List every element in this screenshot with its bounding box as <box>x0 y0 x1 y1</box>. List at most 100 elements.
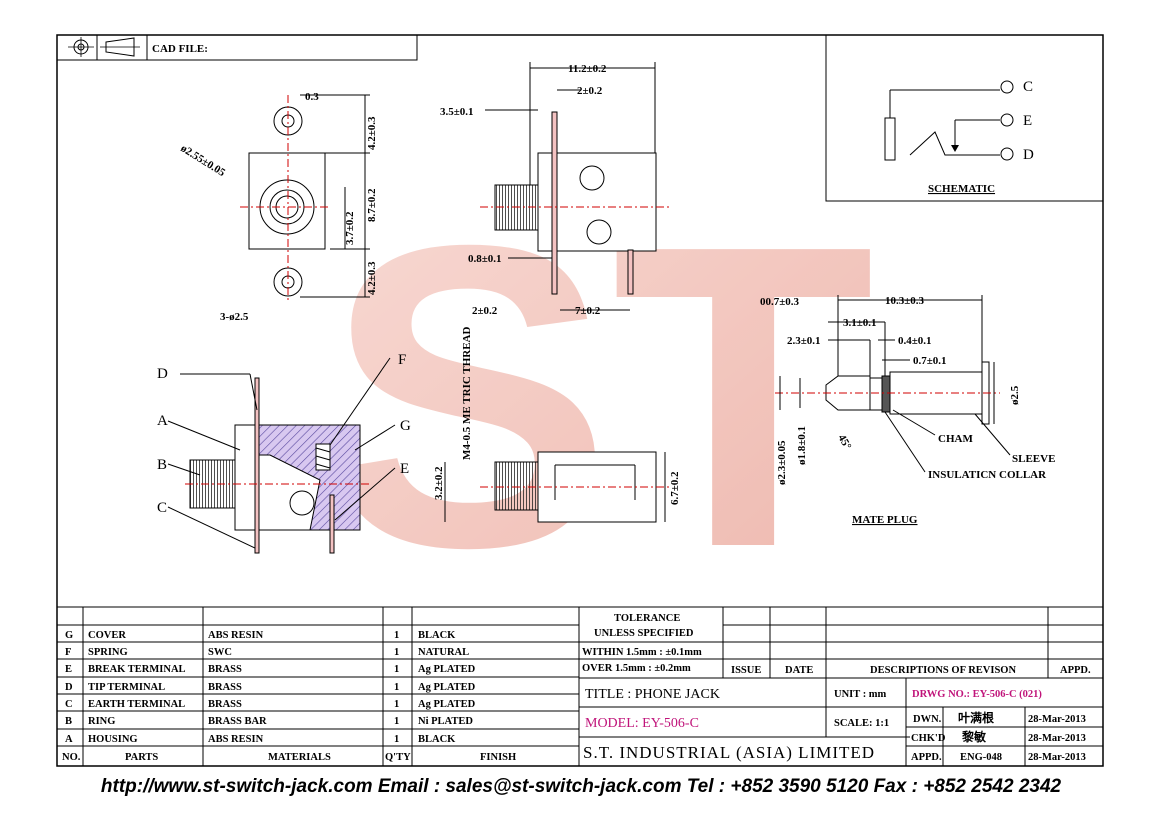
chkd-label: CHK'D <box>911 733 946 744</box>
svg-text:HOUSING: HOUSING <box>88 734 138 745</box>
dim-side-2-bottom: 2±0.2 <box>472 305 498 317</box>
dim-plug-dia-2-3: ø2.3±0.05 <box>776 440 788 485</box>
contact-footer: http://www.st-switch-jack.com Email : sa… <box>100 776 1062 797</box>
section-letter-e: E <box>400 461 409 477</box>
label-plug-cham: CHAM <box>938 433 973 445</box>
appd-date: 28-Mar-2013 <box>1028 752 1086 763</box>
dwn-name: 叶满根 <box>958 710 994 725</box>
svg-text:1: 1 <box>394 630 399 641</box>
svg-text:Q'TY: Q'TY <box>385 752 411 763</box>
table-row: D TIP TERMINAL BRASS 1 Ag PLATED <box>65 682 476 693</box>
svg-text:MATERIALS: MATERIALS <box>268 752 331 763</box>
schematic-label: SCHEMATIC <box>928 183 995 195</box>
section-letter-b: B <box>157 457 167 473</box>
table-row: G COVER ABS RESIN 1 BLACK <box>65 630 456 641</box>
svg-text:BLACK: BLACK <box>418 630 456 641</box>
chkd-name: 黎敏 <box>962 729 987 744</box>
label-plug-sleeve: SLEEVE <box>1012 453 1055 465</box>
table-row: E BREAK TERMINAL BRASS 1 Ag PLATED <box>65 664 476 675</box>
revision-date: DATE <box>785 665 813 676</box>
svg-text:1: 1 <box>394 682 399 693</box>
section-letter-c: C <box>157 500 167 516</box>
svg-text:ABS RESIN: ABS RESIN <box>208 734 264 745</box>
table-row: A HOUSING ABS RESIN 1 BLACK <box>65 734 456 745</box>
svg-text:1: 1 <box>394 647 399 658</box>
svg-text:BRASS: BRASS <box>208 682 242 693</box>
section-letter-f: F <box>398 352 406 368</box>
dim-front-4-2-top: 4.2±0.3 <box>366 116 378 150</box>
table-row: F SPRING SWC 1 NATURAL <box>65 647 469 658</box>
unit-text: UNIT : mm <box>834 689 887 700</box>
mate-plug-view <box>775 295 1011 473</box>
tolerance-over: OVER 1.5mm : ±0.2mm <box>582 663 691 674</box>
svg-text:Ag PLATED: Ag PLATED <box>418 699 476 710</box>
svg-text:1: 1 <box>394 734 399 745</box>
schematic-terminal-e: E <box>1023 113 1032 129</box>
schematic-terminal-d: D <box>1023 147 1034 163</box>
table-row: C EARTH TERMINAL BRASS 1 Ag PLATED <box>65 699 476 710</box>
svg-text:NO.: NO. <box>62 752 81 763</box>
svg-text:COVER: COVER <box>88 630 126 641</box>
table-row: B RING BRASS BAR 1 Ni PLATED <box>65 716 473 727</box>
svg-text:EARTH TERMINAL: EARTH TERMINAL <box>88 699 185 710</box>
dim-front-8-7: 8.7±0.2 <box>366 188 378 222</box>
svg-text:TIP TERMINAL: TIP TERMINAL <box>88 682 165 693</box>
side-view <box>480 62 670 311</box>
svg-text:BLACK: BLACK <box>418 734 456 745</box>
scale-text: SCALE: 1:1 <box>834 718 889 729</box>
dim-bottom-3-2: 3.2±0.2 <box>433 466 445 500</box>
dim-side-3-5: 3.5±0.1 <box>440 106 474 118</box>
dim-plug-dia-1-8: ø1.8±0.1 <box>796 426 808 465</box>
cad-file-label: CAD FILE: <box>152 43 208 55</box>
svg-text:1: 1 <box>394 664 399 675</box>
section-view <box>167 357 396 554</box>
dim-plug-00-7: 00.7±0.3 <box>760 296 800 308</box>
svg-text:BRASS BAR: BRASS BAR <box>208 716 267 727</box>
svg-text:Ni PLATED: Ni PLATED <box>418 716 473 727</box>
label-plug-collar: INSULATICN COLLAR <box>928 469 1047 481</box>
dim-plug-0-7: 0.7±0.1 <box>913 355 947 367</box>
drwg-no: DRWG NO.: EY-506-C (021) <box>912 689 1042 700</box>
section-letter-g: G <box>400 418 411 434</box>
svg-text:RING: RING <box>88 716 115 727</box>
svg-text:Ag PLATED: Ag PLATED <box>418 664 476 675</box>
tolerance-within: WITHIN 1.5mm : ±0.1mm <box>582 647 702 658</box>
schematic: C E D SCHEMATIC <box>825 34 1104 202</box>
svg-text:B: B <box>65 716 72 727</box>
dim-front-dia: ø2.55±0.05 <box>178 142 227 179</box>
svg-text:ABS RESIN: ABS RESIN <box>208 630 264 641</box>
svg-text:BRASS: BRASS <box>208 664 242 675</box>
drawing-sheet: ST CAD FILE: C E D SCHEMATIC <box>56 34 1104 767</box>
svg-text:A: A <box>65 734 73 745</box>
dim-side-7: 7±0.2 <box>575 305 601 317</box>
title-text: TITLE : PHONE JACK <box>585 687 720 702</box>
company-name: S.T. INDUSTRIAL (ASIA) LIMITED <box>583 743 875 762</box>
tolerance-title: TOLERANCE <box>614 613 680 624</box>
svg-text:PARTS: PARTS <box>125 752 158 763</box>
dim-plug-0-4: 0.4±0.1 <box>898 335 932 347</box>
dim-bottom-6-7: 6.7±0.2 <box>669 471 681 505</box>
schematic-terminal-c: C <box>1023 79 1033 95</box>
model-text: MODEL: EY-506-C <box>585 716 699 731</box>
dim-side-0-8: 0.8±0.1 <box>468 253 502 265</box>
svg-text:G: G <box>65 630 73 641</box>
projection-symbol-icon <box>68 37 140 57</box>
svg-text:D: D <box>65 682 73 693</box>
dim-side-11-2: 11.2±0.2 <box>568 63 607 75</box>
header: CAD FILE: <box>56 34 418 61</box>
table-header-row: NO. PARTS MATERIALS Q'TY FINISH <box>62 752 516 763</box>
appd-name: ENG-048 <box>960 752 1002 763</box>
mate-plug-label: MATE PLUG <box>852 514 918 526</box>
revision-appd: APPD. <box>1060 665 1091 676</box>
dim-side-2-top: 2±0.2 <box>577 85 603 97</box>
svg-text:Ag PLATED: Ag PLATED <box>418 682 476 693</box>
dim-front-0-3: 0.3 <box>305 91 319 103</box>
svg-text:BRASS: BRASS <box>208 699 242 710</box>
svg-text:FINISH: FINISH <box>480 752 516 763</box>
dim-plug-3-1: 3.1±0.1 <box>843 317 877 329</box>
section-letter-a: A <box>157 413 168 429</box>
dim-plug-dia-2-5: ø2.5 <box>1009 385 1021 405</box>
svg-text:1: 1 <box>394 716 399 727</box>
dwn-label: DWN. <box>913 714 942 725</box>
dwn-date: 28-Mar-2013 <box>1028 714 1086 725</box>
